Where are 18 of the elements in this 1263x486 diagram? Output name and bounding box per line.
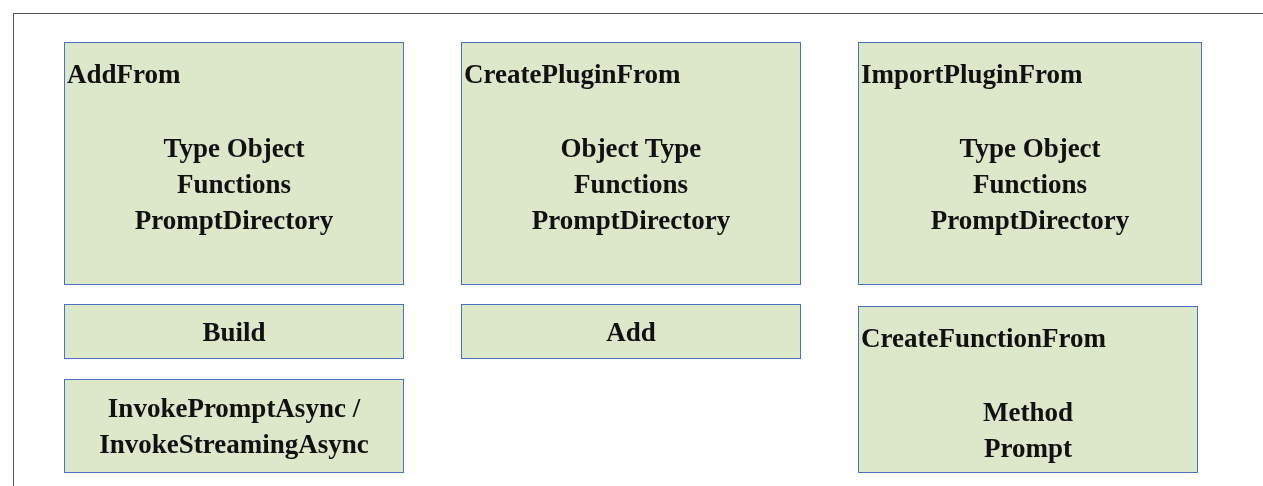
box-heading: AddFrom	[67, 59, 181, 90]
box-label: Add	[605, 315, 657, 349]
label-box	[461, 304, 801, 359]
box-heading: CreatePluginFrom	[464, 59, 681, 90]
item-list: Type Object Functions PromptDirectory	[134, 130, 334, 238]
box-label: Build	[201, 315, 267, 349]
label-box	[461, 42, 801, 285]
box-heading: CreateFunctionFrom	[861, 323, 1106, 354]
label-box	[858, 42, 1202, 285]
item-list: Type Object Functions PromptDirectory	[930, 130, 1130, 238]
label-box	[858, 306, 1198, 473]
label-box	[64, 304, 404, 359]
box-label: InvokePromptAsync / InvokeStreamingAsync	[98, 392, 370, 461]
label-box	[64, 379, 404, 473]
box-heading: ImportPluginFrom	[861, 59, 1083, 90]
label-box	[64, 42, 404, 285]
item-list: Object Type Functions PromptDirectory	[531, 130, 731, 238]
item-list: Method Prompt	[983, 394, 1073, 466]
